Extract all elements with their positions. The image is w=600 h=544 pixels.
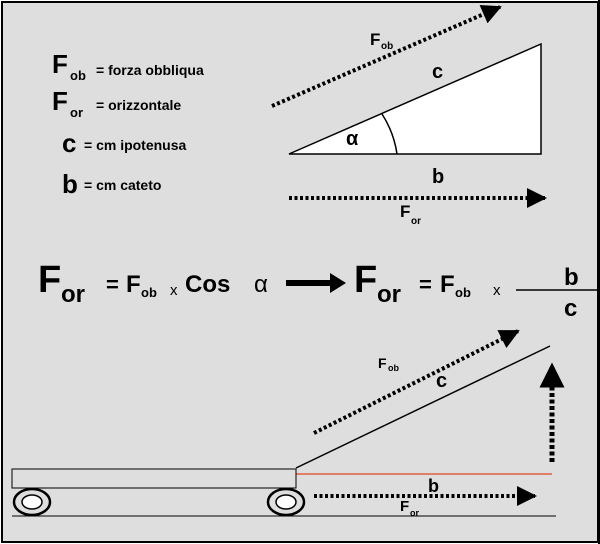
formula-fob-sub: ob — [141, 285, 157, 300]
cart-body — [11, 468, 297, 489]
formula-alpha: α — [254, 271, 268, 298]
bottom-hyp-label: c — [436, 370, 447, 392]
top-angle-arc — [381, 113, 398, 155]
formula-denominator: c — [564, 295, 577, 322]
legend-fob-desc: = forza obbliqua — [96, 62, 204, 78]
top-base-label: b — [432, 166, 444, 188]
top-diagram: F ob α c b F or — [271, 4, 547, 227]
bottom-base-label: b — [428, 476, 439, 496]
bottom-fob-sub: ob — [388, 363, 399, 373]
formula-cos: Cos — [185, 271, 230, 298]
formula-lhs-sub: or — [61, 281, 85, 308]
top-triangle — [288, 42, 542, 155]
bottom-fob-letter: F — [378, 355, 387, 371]
formula: F or = F ob x Cos α F or = F ob x b c — [38, 259, 598, 322]
legend-fob-sub: ob — [70, 68, 86, 83]
legend-for-desc: = orizzontale — [96, 97, 181, 113]
formula-times-1: x — [170, 282, 178, 299]
formula-rhs-F: F — [354, 259, 377, 301]
formula-rhs-sub: or — [377, 281, 401, 308]
formula-fob-F: F — [126, 271, 141, 298]
bottom-diagram: F ob c b F or — [11, 329, 565, 518]
legend-for-letter: F — [52, 86, 68, 116]
legend-fob-letter: F — [52, 49, 68, 79]
top-fob-letter: F — [370, 30, 380, 49]
formula-fob2-F: F — [440, 271, 455, 298]
bottom-for-sub: or — [410, 508, 419, 518]
cart-wheel-right — [266, 487, 306, 517]
legend-c-letter: c — [62, 128, 76, 158]
legend-b-desc: = cm cateto — [84, 177, 161, 193]
legend-b-letter: b — [62, 169, 78, 199]
top-fob-arrow — [271, 4, 502, 108]
formula-numerator: b — [564, 264, 579, 291]
top-hyp-label: c — [432, 61, 443, 83]
top-fob-sub: ob — [381, 41, 393, 52]
top-for-sub: or — [411, 216, 421, 227]
legend-c-desc: = cm ipotenusa — [84, 137, 187, 153]
formula-fob2-sub: ob — [455, 285, 471, 300]
top-angle-label: α — [346, 128, 359, 150]
formula-implies-head — [330, 273, 346, 293]
bottom-for-letter: F — [400, 498, 409, 515]
formula-equals-2: = — [419, 272, 432, 297]
formula-lhs-F: F — [38, 259, 61, 301]
formula-times-2: x — [493, 282, 501, 299]
legend-for-sub: or — [70, 105, 83, 120]
top-for-letter: F — [400, 202, 410, 221]
legend: F ob = forza obbliqua F or = orizzontale… — [52, 49, 204, 199]
formula-equals-1: = — [106, 272, 119, 297]
bottom-ramp-line — [295, 345, 551, 469]
cart-wheel-left — [12, 487, 52, 517]
